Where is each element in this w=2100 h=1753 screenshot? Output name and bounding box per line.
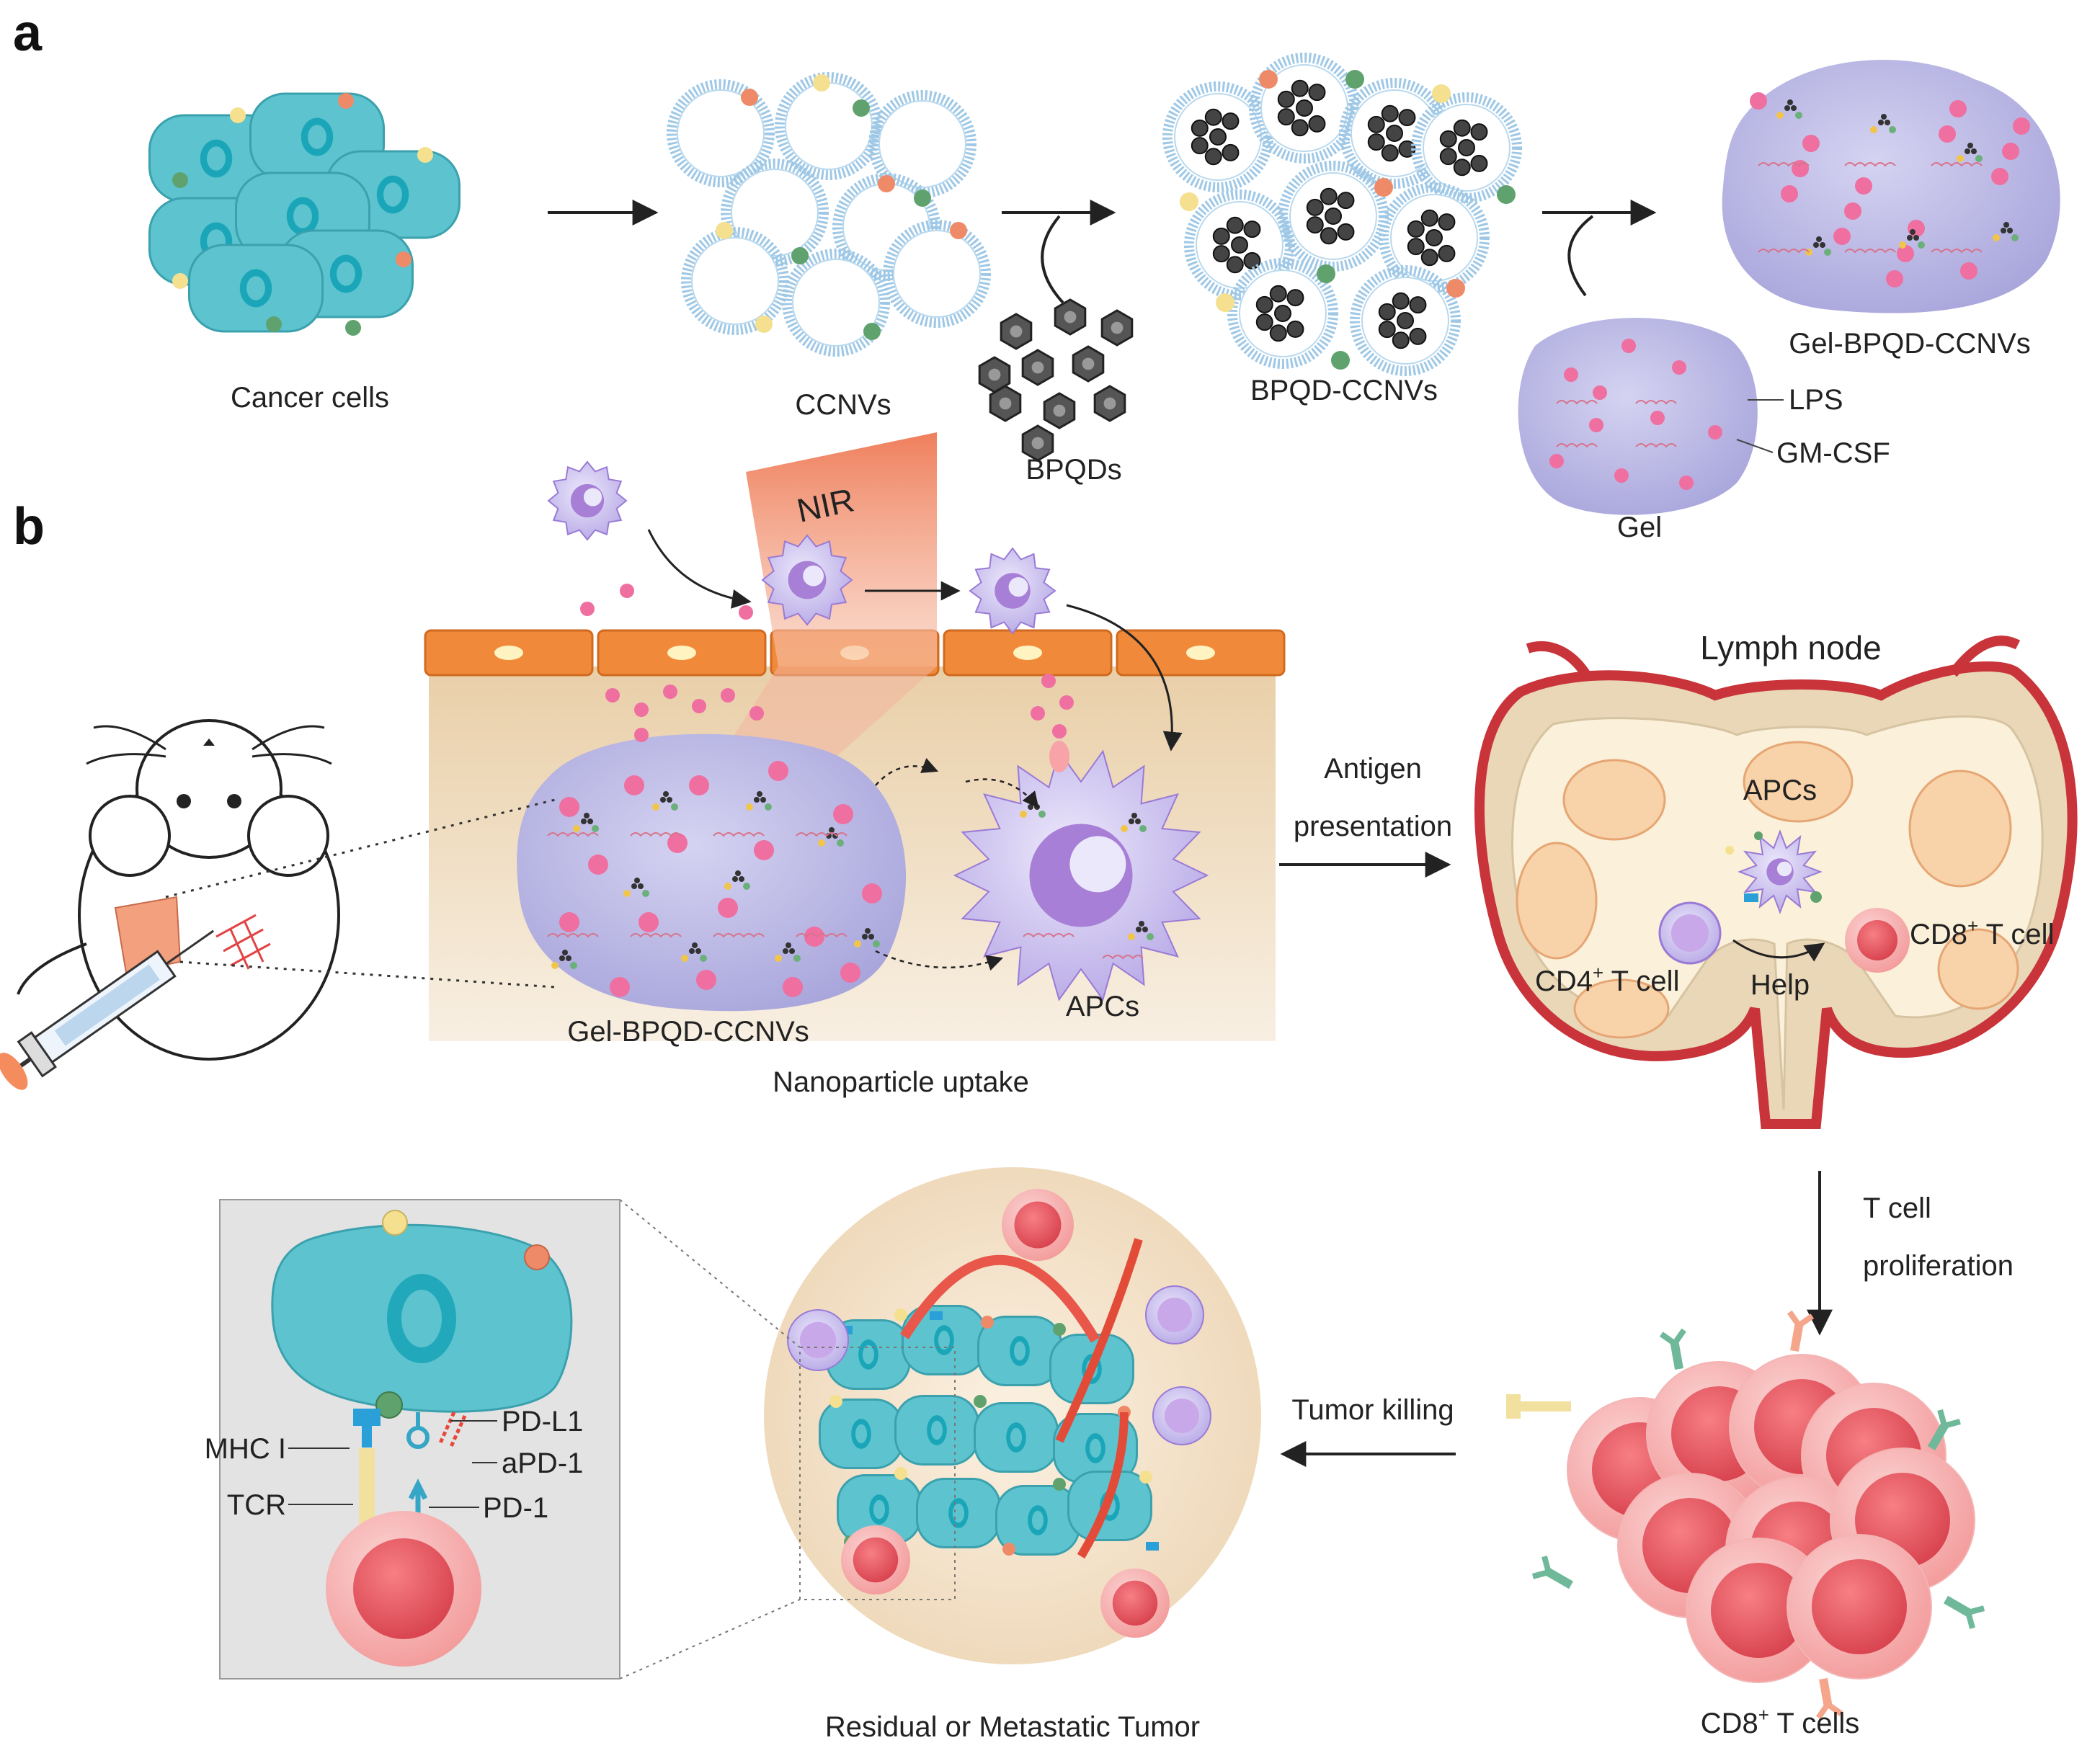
arrow-uptake-2 — [875, 950, 1004, 971]
arrow-uptake-3 — [965, 778, 1039, 808]
arrow-apc-into-tissue — [1066, 604, 1183, 751]
label-lps: LPS — [1789, 384, 1843, 416]
zoom-line-bottom — [179, 960, 556, 989]
label-tcr: TCR — [227, 1489, 286, 1521]
label-gel: Gel — [1617, 512, 1662, 543]
label-antigen: Antigen — [1324, 753, 1422, 785]
label-gel-bpqd-ccnvs-a: Gel-BPQD-CCNVs — [1789, 328, 2031, 360]
label-presentation: presentation — [1294, 811, 1452, 842]
arrow-apc-into-nir — [647, 529, 752, 609]
mouse-illustration — [17, 719, 340, 1061]
cd8-t-cells-cluster — [1506, 1310, 1985, 1720]
syringe — [0, 929, 215, 1090]
curve-gel-in — [1567, 215, 1594, 297]
apc-small-1 — [547, 460, 628, 541]
cd4-t-cell — [1658, 901, 1722, 965]
bpqd-hexagons — [978, 298, 1134, 462]
zoom-line-top — [165, 798, 556, 898]
label-bpqds: BPQDs — [1025, 454, 1121, 486]
apc-small-2 — [761, 534, 853, 626]
apc-large — [953, 749, 1209, 1002]
cd8-t-cell-lymph — [1845, 908, 1910, 973]
label-apcs-lymph: APCs — [1743, 775, 1817, 806]
panel-label-b: b — [13, 498, 45, 556]
ccnvs-vesicles — [667, 72, 991, 357]
label-cancer-cells: Cancer cells — [231, 382, 389, 414]
gel-bpqd-ccnvs-tissue — [517, 733, 907, 1012]
label-mhc: MHC I — [205, 1433, 286, 1465]
cytokine-dots — [580, 584, 1074, 772]
label-residual-tumor: Residual or Metastatic Tumor — [825, 1711, 1200, 1743]
label-help: Help — [1750, 969, 1810, 1001]
gel-blob — [1518, 318, 1758, 515]
label-nanoparticle-uptake: Nanoparticle uptake — [773, 1066, 1029, 1098]
immune-synapse-inset — [219, 1199, 620, 1680]
label-pd-l1: PD-L1 — [502, 1406, 583, 1437]
lymph-apc — [1725, 829, 1823, 914]
label-lymph-node: Lymph node — [1700, 629, 1881, 666]
label-t-cell: T cell — [1863, 1192, 1931, 1224]
label-ccnvs: CCNVs — [795, 389, 891, 421]
arrow-help — [1732, 939, 1825, 962]
label-cd4-t-cell: CD4+ T cell — [1535, 962, 1679, 997]
leader-gm-csf — [1736, 439, 1774, 453]
bpqd-ccnvs-vesicles — [1162, 53, 1522, 376]
label-proliferation: proliferation — [1863, 1250, 2014, 1282]
label-tumor-killing: Tumor killing — [1291, 1394, 1454, 1426]
cancer-cells-cluster — [148, 92, 461, 336]
label-cd8-t-cells: CD8+ T cells — [1701, 1704, 1859, 1739]
zoom-line-inset-top — [619, 1199, 801, 1348]
panel-label-a: a — [13, 4, 43, 62]
label-gm-csf: GM-CSF — [1776, 437, 1890, 469]
label-apd-1: aPD-1 — [502, 1448, 583, 1479]
label-cd8-t-cell: CD8+ T cell — [1910, 915, 2054, 950]
gel-bpqd-ccnvs-blob — [1722, 59, 2060, 313]
label-gel-bpqd-ccnvs-b: Gel-BPQD-CCNVs — [567, 1016, 809, 1048]
label-pd-1: PD-1 — [483, 1492, 548, 1524]
label-apcs-tissue: APCs — [1066, 991, 1139, 1022]
zoom-line-inset-bottom — [619, 1599, 801, 1680]
label-bpqd-ccnvs: BPQD-CCNVs — [1250, 375, 1438, 406]
curve-bpqd-in — [1041, 215, 1064, 304]
apc-small-3 — [969, 547, 1056, 635]
residual-tumor — [764, 1167, 1261, 1664]
